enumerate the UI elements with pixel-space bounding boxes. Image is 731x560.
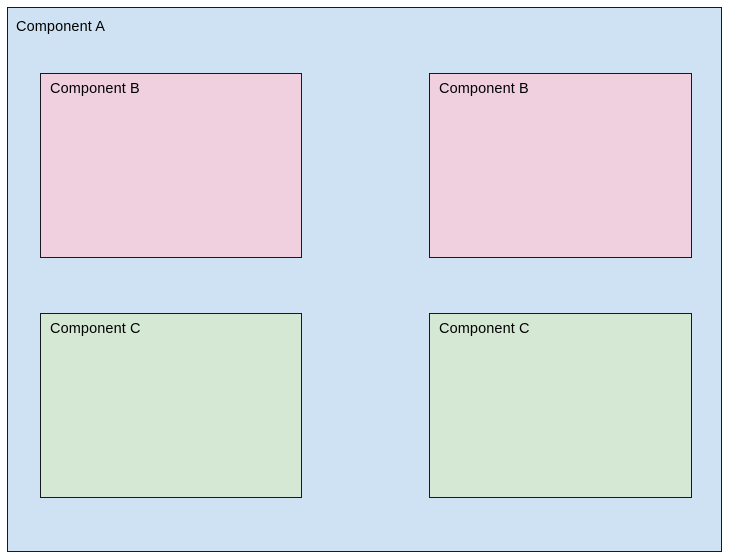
component-c-label: Component C <box>439 321 530 337</box>
component-c-label: Component C <box>50 321 141 337</box>
component-b-box-top-right[interactable]: Component B <box>429 73 692 258</box>
component-a-label: Component A <box>16 19 105 35</box>
component-b-label: Component B <box>50 81 140 97</box>
component-b-label: Component B <box>439 81 529 97</box>
component-c-box-bottom-left[interactable]: Component C <box>40 313 302 498</box>
component-b-box-top-left[interactable]: Component B <box>40 73 302 258</box>
component-c-box-bottom-right[interactable]: Component C <box>429 313 692 498</box>
component-a-container[interactable]: Component A Component B Component B Comp… <box>7 7 722 552</box>
